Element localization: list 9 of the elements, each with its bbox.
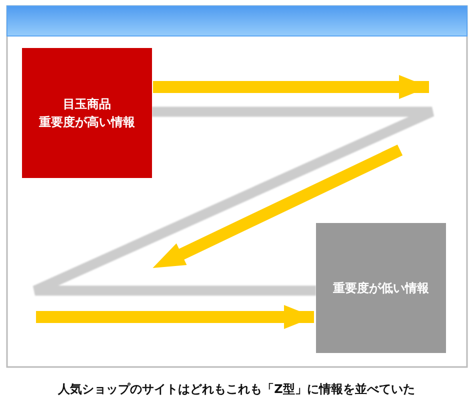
caption: 人気ショップのサイトはどれもこれも「Z型」に情報を並べていた: [57, 381, 416, 398]
info-box: [22, 48, 152, 178]
box-label: 重要度が低い情報: [333, 280, 429, 297]
z-path-line: [30, 106, 437, 296]
arrow: [153, 75, 429, 99]
info-box: [316, 223, 446, 353]
box-label: 重要度が高い情報: [39, 114, 135, 131]
arrow: [36, 305, 314, 329]
box-label: 目玉商品: [63, 96, 111, 113]
